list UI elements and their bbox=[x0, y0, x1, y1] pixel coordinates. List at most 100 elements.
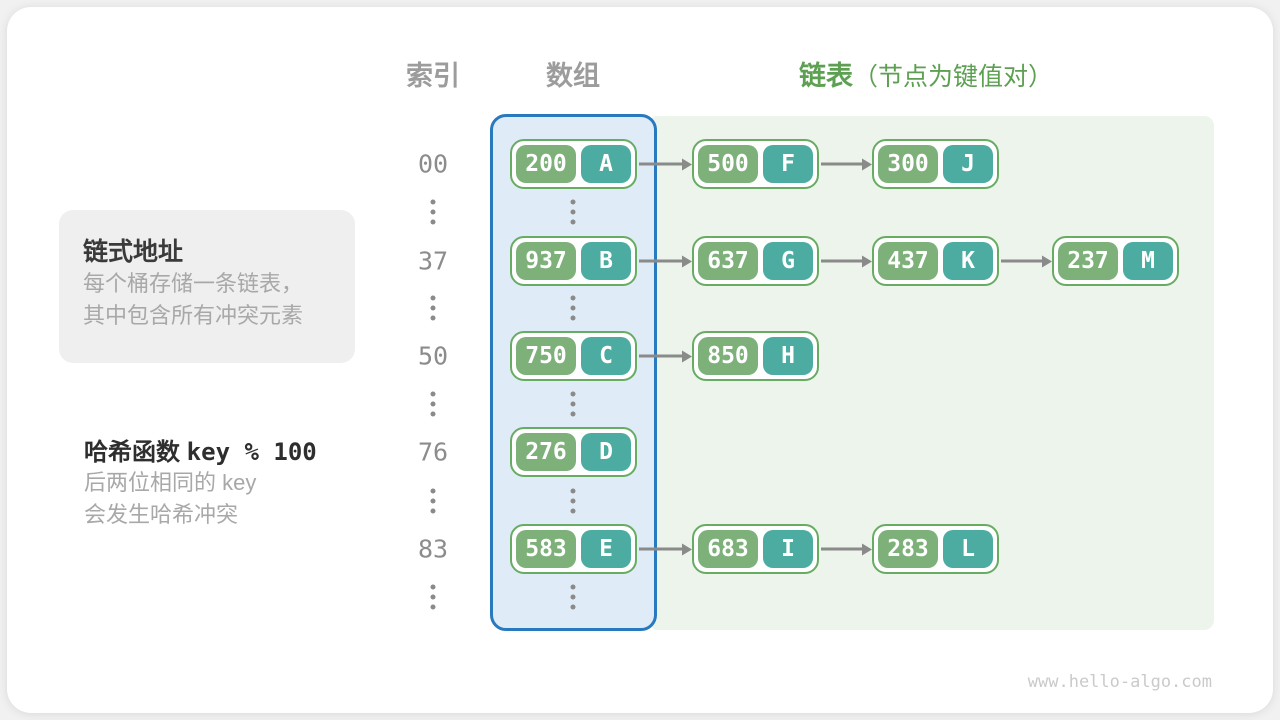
dot bbox=[570, 199, 576, 205]
dot bbox=[570, 508, 576, 514]
value-cell: F bbox=[763, 145, 813, 183]
dot bbox=[570, 498, 576, 504]
dot bbox=[570, 488, 576, 494]
key-cell: 437 bbox=[878, 242, 938, 280]
arrow-right-icon bbox=[639, 547, 683, 551]
dot bbox=[430, 209, 436, 215]
dot bbox=[430, 219, 436, 225]
dot bbox=[430, 295, 436, 301]
key-cell: 276 bbox=[516, 433, 576, 471]
hash-note-line: 会发生哈希冲突 bbox=[84, 502, 239, 527]
bucket-index-label: 50 bbox=[417, 341, 449, 371]
hash-function-code: key % 100 bbox=[186, 438, 317, 466]
hash-function-note: 哈希函数 key % 100 后两位相同的 key 会发生哈希冲突 bbox=[84, 432, 317, 531]
key-cell: 300 bbox=[878, 145, 938, 183]
value-cell: I bbox=[763, 530, 813, 568]
ellipsis-dots bbox=[570, 295, 576, 321]
key-cell: 683 bbox=[698, 530, 758, 568]
arrow-right-icon bbox=[639, 259, 683, 263]
key-cell: 237 bbox=[1058, 242, 1118, 280]
value-cell: L bbox=[943, 530, 993, 568]
info-card-title: 链式地址 bbox=[83, 238, 184, 266]
hash-note-line: 后两位相同的 key bbox=[84, 470, 257, 495]
arrow-right-icon bbox=[821, 162, 863, 166]
bucket-index-label: 37 bbox=[417, 246, 449, 276]
bucket-index-label: 76 bbox=[417, 437, 449, 467]
info-card-line: 其中包含所有冲突元素 bbox=[83, 303, 304, 328]
array-column-header: 数组 bbox=[546, 61, 600, 91]
dot bbox=[570, 594, 576, 600]
ellipsis-dots bbox=[570, 199, 576, 225]
dot bbox=[430, 401, 436, 407]
watermark: www.hello-algo.com bbox=[1027, 672, 1212, 692]
ellipsis-dots bbox=[430, 199, 436, 225]
bucket-index-label: 00 bbox=[417, 149, 449, 179]
value-cell: B bbox=[581, 242, 631, 280]
key-cell: 283 bbox=[878, 530, 938, 568]
linked-list-label: 链表 bbox=[799, 61, 853, 91]
dot bbox=[430, 584, 436, 590]
hash-function-title-zh: 哈希函数 bbox=[84, 439, 187, 466]
linked-list-column-header: 链表（节点为键值对） bbox=[799, 54, 1053, 93]
value-cell: M bbox=[1123, 242, 1173, 280]
dot bbox=[430, 488, 436, 494]
key-cell: 750 bbox=[516, 337, 576, 375]
ellipsis-dots bbox=[430, 584, 436, 610]
dot bbox=[430, 391, 436, 397]
linked-list-note: （节点为键值对） bbox=[853, 63, 1054, 91]
dot bbox=[570, 391, 576, 397]
ellipsis-dots bbox=[570, 391, 576, 417]
value-cell: J bbox=[943, 145, 993, 183]
dot bbox=[570, 401, 576, 407]
dot bbox=[570, 209, 576, 215]
arrow-right-icon bbox=[821, 259, 863, 263]
bucket-index-label: 83 bbox=[417, 534, 449, 564]
arrow-right-icon bbox=[1001, 259, 1043, 263]
dot bbox=[430, 594, 436, 600]
dot bbox=[570, 584, 576, 590]
key-cell: 200 bbox=[516, 145, 576, 183]
dot bbox=[570, 315, 576, 321]
dot bbox=[570, 411, 576, 417]
hash-function-title: 哈希函数 key % 100 bbox=[84, 432, 317, 467]
key-cell: 937 bbox=[516, 242, 576, 280]
value-cell: A bbox=[581, 145, 631, 183]
value-cell: H bbox=[763, 337, 813, 375]
key-cell: 583 bbox=[516, 530, 576, 568]
info-card-line: 每个桶存储一条链表， bbox=[83, 271, 304, 296]
key-cell: 637 bbox=[698, 242, 758, 280]
dot bbox=[570, 604, 576, 610]
value-cell: E bbox=[581, 530, 631, 568]
arrow-right-icon bbox=[639, 354, 683, 358]
dot bbox=[430, 411, 436, 417]
ellipsis-dots bbox=[570, 584, 576, 610]
arrow-right-icon bbox=[821, 547, 863, 551]
dot bbox=[430, 498, 436, 504]
chaining-info-card: 链式地址 每个桶存储一条链表， 其中包含所有冲突元素 bbox=[59, 210, 355, 363]
dot bbox=[430, 315, 436, 321]
value-cell: C bbox=[581, 337, 631, 375]
ellipsis-dots bbox=[430, 488, 436, 514]
dot bbox=[430, 199, 436, 205]
dot bbox=[570, 219, 576, 225]
dot bbox=[430, 305, 436, 311]
ellipsis-dots bbox=[430, 295, 436, 321]
dot bbox=[430, 604, 436, 610]
dot bbox=[570, 295, 576, 301]
key-cell: 500 bbox=[698, 145, 758, 183]
ellipsis-dots bbox=[570, 488, 576, 514]
ellipsis-dots bbox=[430, 391, 436, 417]
